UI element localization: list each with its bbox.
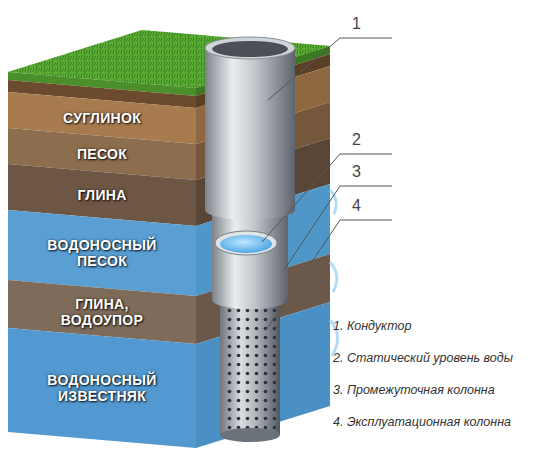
conductor	[205, 37, 295, 220]
layer-name: ГЛИНА	[77, 187, 126, 203]
layer-text-block: ГЛИНА	[77, 187, 126, 203]
pipe-top	[205, 37, 295, 59]
leader-line	[262, 154, 392, 242]
layer-fill	[8, 328, 196, 448]
layer-text-block: ПЕСОК	[77, 146, 127, 162]
perforation	[224, 305, 276, 429]
soil-layer-band: ВОДОНОСНЫЙ ИЗВЕСТНЯК	[8, 328, 196, 448]
layer-name: ВОДОНОСНЫЙ ИЗВЕСТНЯК	[42, 372, 162, 404]
callout-number: 1	[352, 14, 361, 34]
callout-number: 4	[352, 196, 361, 216]
key-entry: 3. Промежуточная колонна	[333, 382, 495, 398]
layer-name: СУГЛИНОК	[63, 110, 141, 126]
layer-text-block: ВОДОНОСНЫЙ ПЕСОК	[42, 237, 162, 269]
production-pipe	[220, 295, 280, 435]
pipe-rim	[205, 200, 295, 220]
leader-lines	[262, 38, 392, 330]
leader-line	[268, 38, 392, 100]
layer-text-block: ВОДОНОСНЫЙ ИЗВЕСТНЯК	[42, 372, 162, 404]
layer-text-block: СУГЛИНОК	[63, 110, 141, 126]
leader-line	[266, 220, 392, 330]
key-entry: 1. Кондуктор	[333, 318, 411, 334]
production-column	[220, 295, 280, 442]
layer-name: ГЛИНА, ВОДОУПОР	[42, 296, 162, 328]
block-right-face	[196, 46, 338, 448]
cutaway-rim	[215, 231, 277, 255]
leader-line	[284, 186, 392, 270]
static-water-level	[220, 235, 272, 253]
conductor-pipe	[205, 48, 295, 210]
pipe-bottom	[220, 428, 280, 442]
intermediate-column	[212, 205, 288, 309]
callout-number: 3	[352, 162, 361, 182]
layer-text-block: ГЛИНА, ВОДОУПОР	[42, 296, 162, 328]
layer-name: ПЕСОК	[77, 146, 127, 162]
key-entry: 4. Эксплуатационная колонна	[333, 414, 511, 430]
callout-number: 2	[352, 130, 361, 150]
pipe-rim	[212, 291, 288, 309]
pipe-opening	[212, 41, 288, 57]
layer-name: ВОДОНОСНЫЙ ПЕСОК	[42, 237, 162, 269]
aquifer-limestone-side	[196, 302, 330, 448]
key-entry: 2. Статический уровень воды	[333, 350, 513, 366]
